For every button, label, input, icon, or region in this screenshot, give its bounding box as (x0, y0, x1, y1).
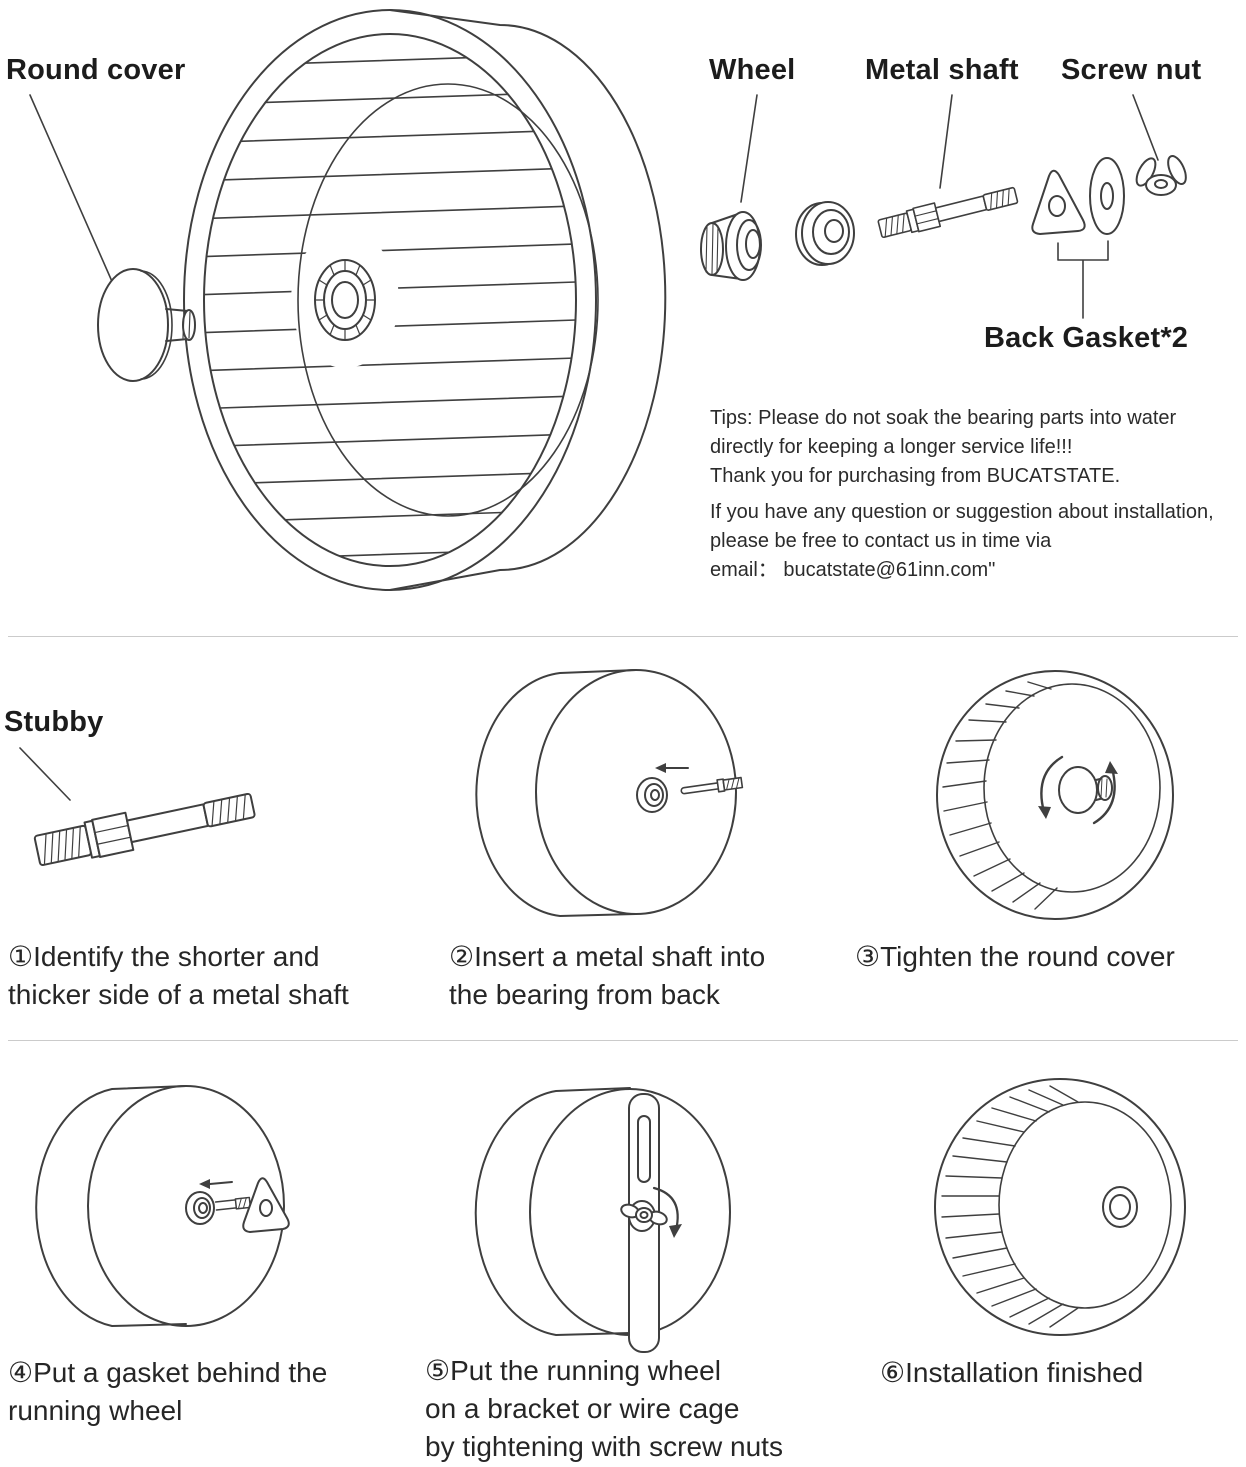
tips-line: Thank you for purchasing from BUCATSTATE… (710, 465, 1121, 487)
step5-drawing (474, 1087, 731, 1353)
contact-line: please be free to contact us in time via (710, 530, 1052, 552)
wheel-label: Wheel (709, 54, 796, 86)
back-gasket-label: Back Gasket*2 (984, 322, 1189, 354)
caption-line: ①Identify the shorter and (8, 941, 320, 972)
step4-drawing (35, 1085, 290, 1327)
caption-line: the bearing from back (449, 979, 720, 1010)
round-gasket-part-drawing (1089, 157, 1125, 235)
stubby-leader-line (19, 747, 71, 801)
tips-line: directly for keeping a longer service li… (710, 436, 1073, 458)
step1-caption: ①Identify the shorter and thicker side o… (8, 938, 418, 1014)
metal-shaft-part-drawing (877, 186, 1019, 239)
screw-nut-label: Screw nut (1061, 54, 1202, 86)
triangle-gasket-part-drawing (1031, 169, 1086, 235)
tips-line: Tips: Please do not soak the bearing par… (710, 407, 1177, 429)
step5-caption: ⑤Put the running wheel on a bracket or w… (425, 1352, 845, 1466)
rotate-arrow-icon (1038, 806, 1051, 819)
insert-arrow-icon (199, 1179, 210, 1189)
step6-drawing (934, 1078, 1186, 1336)
tips-text: Tips: Please do not soak the bearing par… (710, 404, 1240, 491)
round-cover-part-drawing (97, 268, 196, 382)
steps-1-3-drawings (19, 669, 1174, 920)
step6-caption: ⑥Installation finished (880, 1354, 1240, 1392)
caption-line: thicker side of a metal shaft (8, 979, 349, 1010)
contact-line: If you have any question or suggestion a… (710, 501, 1214, 523)
step2-drawing (475, 669, 744, 917)
metal-shaft-label: Metal shaft (865, 54, 1019, 86)
caption-line: ④Put a gasket behind the (8, 1357, 328, 1388)
hub-knurled-nut (314, 259, 376, 341)
bearing-part-drawing (795, 201, 855, 266)
wheel-drum-drawing (183, 9, 667, 591)
stubby-label: Stubby (4, 706, 104, 738)
caption-line: by tightening with screw nuts (425, 1431, 783, 1462)
rotate-arrow-icon (669, 1224, 682, 1238)
section-divider (8, 636, 1238, 637)
step3-drawing (936, 670, 1174, 920)
caption-line: ②Insert a metal shaft into (449, 941, 766, 972)
exploded-view-drawing (29, 9, 1187, 591)
contact-line: email： bucatstate@61inn.com" (710, 559, 996, 581)
insert-arrow-icon (655, 763, 666, 773)
caption-line: ③Tighten the round cover (855, 941, 1175, 972)
contact-text: If you have any question or suggestion a… (710, 498, 1246, 585)
steps-4-6-drawings (35, 1078, 1186, 1353)
rotate-arrow-icon (1105, 761, 1118, 774)
screw-nut-part-drawing (1135, 155, 1187, 196)
step4-caption: ④Put a gasket behind the running wheel (8, 1354, 418, 1430)
step3-caption: ③Tighten the round cover (855, 938, 1245, 976)
round-cover-label: Round cover (6, 54, 186, 86)
caption-line: ⑥Installation finished (880, 1357, 1144, 1388)
wheel-hub-part-drawing (700, 211, 762, 281)
section-divider (8, 1040, 1238, 1041)
step2-caption: ②Insert a metal shaft into the bearing f… (449, 938, 839, 1014)
step1-shaft-drawing (33, 792, 256, 866)
caption-line: on a bracket or wire cage (425, 1393, 740, 1424)
leader-lines (29, 94, 1159, 319)
caption-line: running wheel (8, 1395, 183, 1426)
caption-line: ⑤Put the running wheel (425, 1355, 721, 1386)
